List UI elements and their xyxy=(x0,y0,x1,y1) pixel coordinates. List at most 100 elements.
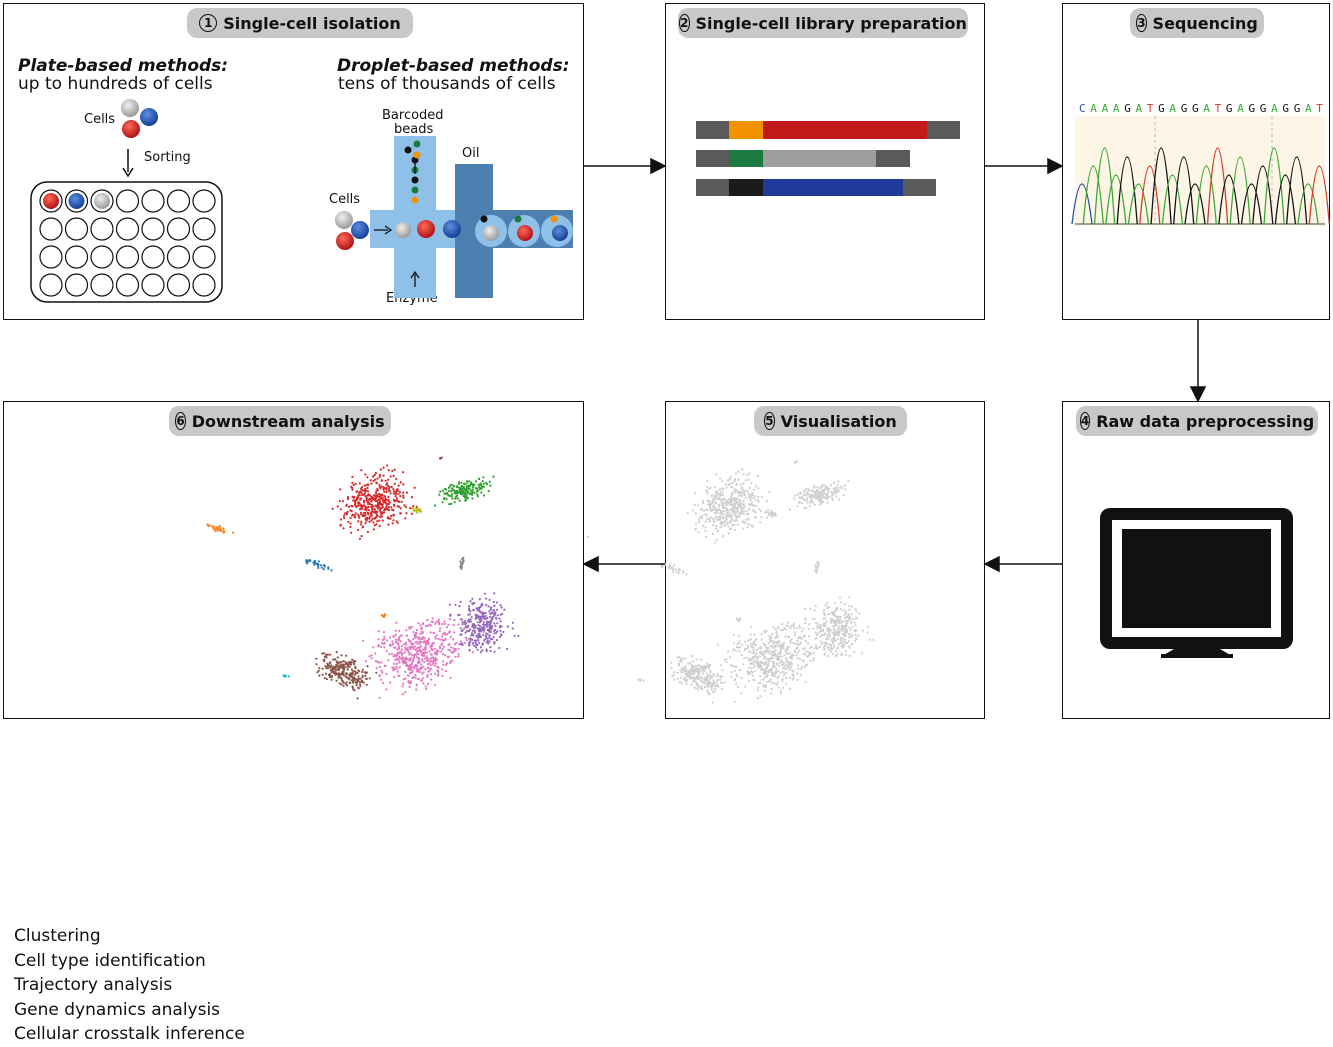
umap-point-grey xyxy=(826,601,829,604)
umap-point xyxy=(441,639,445,642)
umap-point xyxy=(477,639,480,642)
umap-point xyxy=(412,675,415,679)
umap-point xyxy=(374,652,377,655)
umap-point-grey xyxy=(728,528,731,531)
umap-point-grey xyxy=(820,499,823,502)
umap-point-grey xyxy=(703,677,706,680)
umap-point-grey xyxy=(820,640,823,643)
umap-point xyxy=(317,566,320,569)
umap-point xyxy=(485,641,488,644)
umap-point-grey xyxy=(793,649,796,652)
umap-point xyxy=(409,647,412,650)
umap-point-grey xyxy=(718,675,721,678)
umap-point-grey xyxy=(759,521,762,524)
analysis-list: Clustering Cell type identification Traj… xyxy=(14,924,245,1047)
umap-point-grey xyxy=(723,519,727,523)
umap-point-grey xyxy=(750,524,753,527)
umap-point-grey xyxy=(732,642,735,645)
umap-point-grey xyxy=(677,662,680,665)
umap-point xyxy=(382,509,386,512)
trace-peak xyxy=(1229,156,1251,225)
umap-point xyxy=(418,668,421,671)
umap-point-grey xyxy=(721,490,724,493)
umap-point xyxy=(460,629,463,633)
umap-point-grey xyxy=(721,506,725,509)
umap-point xyxy=(380,678,383,681)
umap-point xyxy=(471,597,474,600)
umap-point-grey xyxy=(838,619,841,622)
umap-point-grey xyxy=(814,564,817,567)
umap-point-grey xyxy=(767,646,770,650)
umap-point-grey xyxy=(771,665,774,668)
umap-point-grey xyxy=(695,667,698,670)
umap-point-grey xyxy=(826,606,829,609)
umap-point xyxy=(473,627,476,630)
umap-point xyxy=(394,629,397,632)
umap-point-grey xyxy=(847,604,850,608)
umap-point-grey xyxy=(723,507,727,510)
umap-point-grey xyxy=(770,637,773,640)
umap-point xyxy=(465,492,468,495)
umap-point xyxy=(450,493,454,496)
umap-point xyxy=(479,625,482,628)
umap-point xyxy=(358,482,361,485)
umap-point-grey xyxy=(847,633,851,636)
umap-point xyxy=(414,674,417,677)
umap-point xyxy=(462,482,466,485)
umap-point-grey xyxy=(824,614,827,617)
umap-point-grey xyxy=(840,636,843,639)
umap-point-grey xyxy=(729,508,732,511)
umap-point-grey xyxy=(778,641,781,644)
umap-point-grey xyxy=(779,649,782,652)
umap-point xyxy=(431,620,434,623)
umap-point xyxy=(479,482,482,485)
umap-point-grey xyxy=(839,618,842,621)
trace-peak xyxy=(1252,165,1274,225)
umap-point xyxy=(368,515,372,519)
umap-point xyxy=(374,491,378,495)
umap-point-grey xyxy=(732,634,735,637)
umap-point-grey xyxy=(708,680,711,683)
umap-point xyxy=(398,655,401,658)
umap-point-grey xyxy=(755,649,758,652)
umap-point xyxy=(380,485,383,488)
umap-point xyxy=(315,663,318,666)
umap-point xyxy=(398,629,401,632)
umap-point-grey xyxy=(826,637,829,640)
umap-point-grey xyxy=(743,640,747,643)
umap-point-grey xyxy=(850,612,854,615)
umap-point xyxy=(459,618,462,621)
umap-point-grey xyxy=(853,639,857,642)
umap-point xyxy=(451,497,454,500)
umap-point-grey xyxy=(730,493,733,496)
umap-point xyxy=(435,649,439,652)
umap-point xyxy=(434,635,437,638)
umap-point-grey xyxy=(813,491,816,494)
umap-point-grey xyxy=(811,493,814,496)
umap-point-grey xyxy=(735,519,738,522)
umap-point xyxy=(478,608,481,611)
umap-point xyxy=(342,660,345,663)
umap-point xyxy=(489,608,492,611)
umap-point-grey xyxy=(711,701,714,704)
base-letter: G xyxy=(1282,102,1289,115)
umap-point xyxy=(368,655,371,658)
umap-point-grey xyxy=(733,669,736,672)
umap-point-grey xyxy=(684,673,687,676)
umap-point xyxy=(386,639,389,642)
umap-point xyxy=(402,494,405,497)
umap-point xyxy=(358,670,361,673)
umap-point xyxy=(374,660,377,663)
umap-point-grey xyxy=(829,617,832,620)
umap-point-grey xyxy=(802,635,806,638)
umap-point xyxy=(494,613,497,616)
umap-point xyxy=(396,521,399,524)
plate-well xyxy=(39,217,63,241)
umap-point-grey xyxy=(720,681,723,684)
umap-point-grey xyxy=(733,504,737,507)
umap-point xyxy=(339,508,342,511)
umap-point-grey xyxy=(709,671,712,674)
umap-point xyxy=(415,508,418,511)
umap-point xyxy=(372,528,375,531)
umap-point xyxy=(437,637,440,640)
